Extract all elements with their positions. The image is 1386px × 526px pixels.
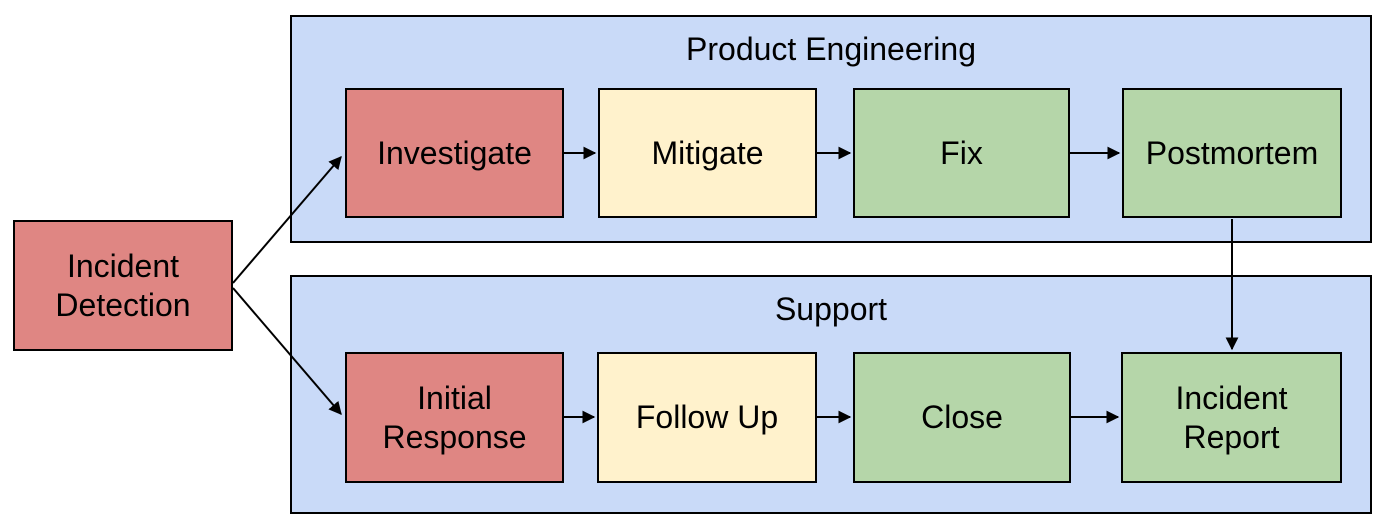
node-mitigate-label: Mitigate bbox=[651, 134, 764, 171]
node-close: Close bbox=[853, 352, 1071, 483]
node-initial-response: Initial Response bbox=[345, 352, 564, 483]
lane-title-product-engineering: Product Engineering bbox=[686, 31, 976, 67]
node-fix-label: Fix bbox=[940, 134, 983, 171]
node-initial-response-label: Initial Response bbox=[382, 379, 527, 455]
node-postmortem-label: Postmortem bbox=[1145, 134, 1319, 171]
node-investigate: Investigate bbox=[345, 88, 564, 218]
lane-title-support: Support bbox=[774, 291, 888, 327]
node-close-label: Close bbox=[921, 399, 1003, 435]
node-fix: Fix bbox=[853, 88, 1070, 218]
node-follow-up: Follow Up bbox=[597, 352, 817, 483]
node-postmortem: Postmortem bbox=[1122, 88, 1342, 218]
node-follow-up-label: Follow Up bbox=[635, 399, 779, 435]
node-investigate-label: Investigate bbox=[377, 134, 532, 171]
node-incident-report: Incident Report bbox=[1121, 352, 1342, 483]
node-incident-report-label: Incident Report bbox=[1175, 379, 1288, 455]
node-mitigate: Mitigate bbox=[598, 88, 817, 218]
node-incident-detection: Incident Detection bbox=[13, 220, 233, 351]
node-incident-detection-label: Incident Detection bbox=[55, 247, 191, 323]
